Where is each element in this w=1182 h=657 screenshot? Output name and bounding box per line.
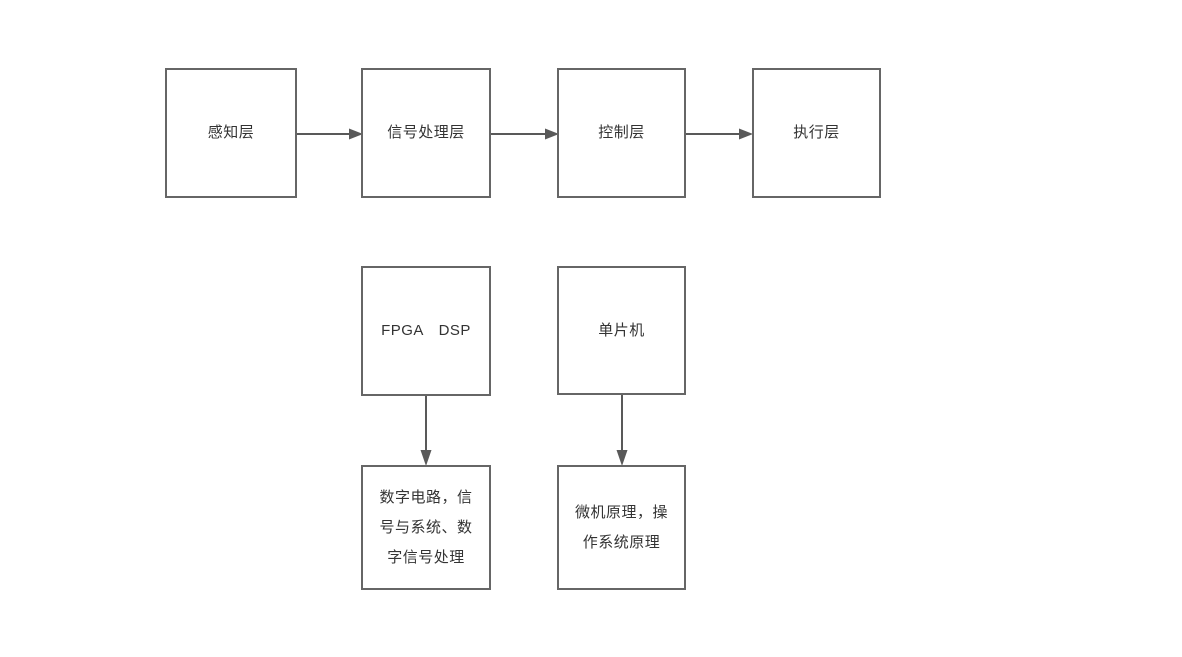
node-label: 微机原理，操作系统原理 [574, 503, 668, 551]
node-label: 执行层 [793, 124, 840, 141]
node-control-layer[interactable]: 控制层 [557, 68, 686, 198]
edge-mcu-to-courses [612, 395, 632, 466]
edge-control-to-exec [686, 124, 753, 144]
node-execution-layer[interactable]: 执行层 [752, 68, 881, 198]
node-courses-micro[interactable]: 微机原理，操作系统原理 [557, 465, 686, 590]
node-label: 控制层 [598, 124, 645, 141]
node-label: 数字电路，信号与系统、数字信号处理 [379, 488, 473, 566]
node-label: 单片机 [598, 321, 645, 339]
node-fpga-dsp[interactable]: FPGA DSP [361, 266, 491, 396]
node-label: FPGA DSP [381, 322, 471, 339]
edge-signal-to-control [491, 124, 559, 144]
edge-sense-to-signal [297, 124, 363, 144]
node-label: 感知层 [207, 124, 255, 141]
node-mcu[interactable]: 单片机 [557, 266, 686, 395]
edge-fpga-to-courses [416, 396, 436, 466]
node-sense-layer[interactable]: 感知层 [165, 68, 297, 198]
node-label: 信号处理层 [387, 124, 465, 141]
node-signal-processing-layer[interactable]: 信号处理层 [361, 68, 491, 198]
node-courses-digital[interactable]: 数字电路，信号与系统、数字信号处理 [361, 465, 491, 590]
